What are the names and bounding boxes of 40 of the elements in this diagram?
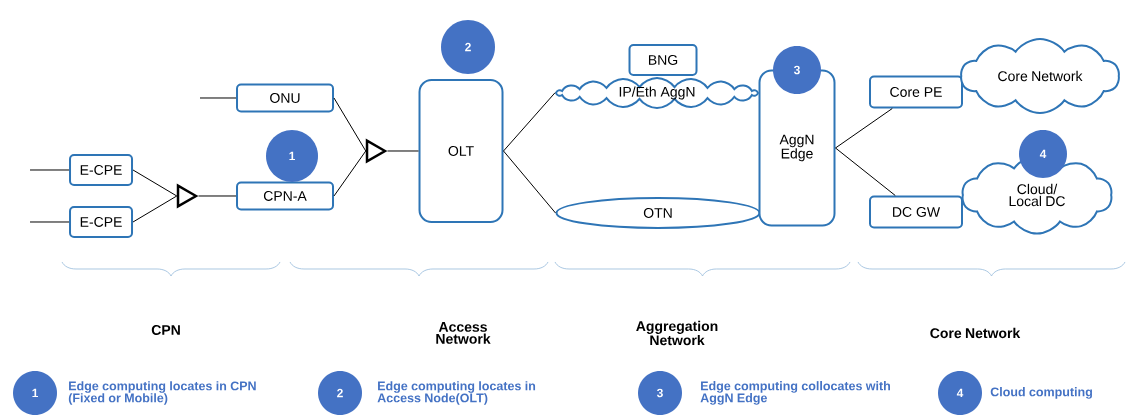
device-box: DC GW: [869, 195, 963, 229]
number-badge: 3: [638, 371, 682, 415]
section-label: Aggregation Network: [636, 320, 718, 346]
description-text: Edge computing collocates with AggN Edge: [700, 381, 890, 405]
connector-line: [503, 150, 556, 214]
connector-line: [835, 108, 893, 149]
number-badge: 2: [441, 20, 495, 74]
device-box: E-CPE: [69, 154, 133, 186]
description-text: Cloud computing: [990, 387, 1092, 399]
section-label: Access Network: [436, 322, 491, 344]
connector-line: [333, 97, 367, 152]
device-box: Core PE: [869, 75, 963, 109]
number-badge: 4: [1019, 130, 1067, 178]
connector-line: [198, 195, 237, 197]
connector-line: [503, 92, 556, 152]
device-box: BNG: [628, 44, 698, 76]
description-text: Edge computing locates in CPN (Fixed or Mobile): [68, 381, 256, 405]
number-badge: 1: [13, 371, 57, 415]
number-badge: 4: [938, 371, 982, 415]
connector-line: [199, 97, 237, 99]
connector-line: [132, 169, 178, 197]
connector-line: [333, 150, 367, 197]
connector-line: [387, 150, 419, 152]
node-label: Core Network: [998, 70, 1083, 82]
device-box: E-CPE: [69, 206, 133, 238]
number-badge: 1: [266, 130, 318, 182]
network-cloud: IP/Eth AggN: [555, 77, 759, 109]
device-box: CPN-A: [236, 181, 334, 211]
number-badge: 2: [318, 371, 362, 415]
number-badge: 3: [773, 46, 821, 94]
network-cloud: Core Network: [960, 37, 1120, 114]
description-text: Edge computing locates in Access Node(OLT): [377, 381, 536, 405]
connector-line: [835, 147, 896, 196]
device-box: ONU: [236, 83, 334, 113]
section-label: Core Network: [930, 327, 1021, 339]
connector-line: [132, 195, 178, 223]
section-label: CPN: [151, 325, 180, 335]
connector-line: [29, 221, 70, 223]
connector-line: [29, 169, 70, 171]
device-box: OLT: [418, 79, 504, 223]
